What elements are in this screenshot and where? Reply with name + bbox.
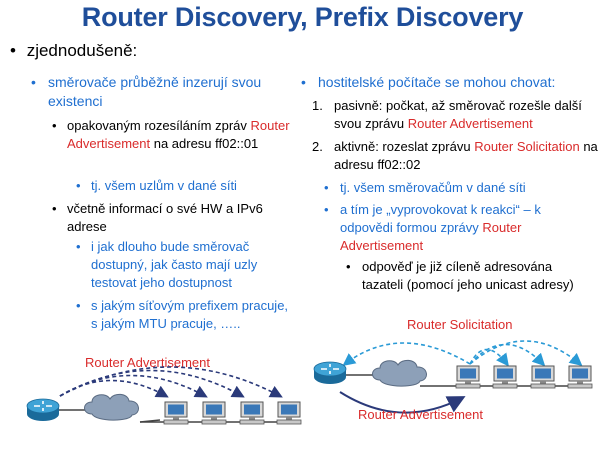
top-bullet: • zjednodušeně: [10, 41, 137, 61]
right-item-1-text: pasivně: počkat, až směrovač rozešle dal… [334, 98, 582, 131]
pc-icon [276, 401, 302, 425]
bullet-dot: • [52, 201, 57, 216]
right-item-2-sub-1: • tj. všem směrovačům v dané síti [324, 179, 594, 197]
right-item-2-sub-1-text: tj. všem směrovačům v dané síti [340, 180, 526, 195]
pc-icon [492, 365, 518, 389]
right-item-2-sub-3: • odpověď je již cíleně adresována tazat… [346, 258, 596, 294]
right-item-2-sub-2-text: a tím je „vyprovokovat k reakci“ – k odp… [340, 202, 541, 235]
bullet-dot: • [301, 74, 306, 90]
bullet-dot: • [10, 41, 16, 60]
solicitation-arrow [469, 343, 546, 367]
router-icon [26, 398, 60, 422]
solicitation-arrow [342, 342, 471, 366]
left-item-1: • opakovaným rozesíláním zpráv Router Ad… [52, 117, 292, 153]
right-network-diagram: Router Solicitation Router Advertisement [313, 317, 593, 422]
bullet-dot: • [31, 74, 36, 90]
right-item-1: 1. pasivně: počkat, až směrovač rozešle … [312, 97, 602, 133]
pc-icon [567, 365, 593, 389]
advertisement-arrow [59, 366, 283, 398]
left-heading: • směrovače průběžně inzerují svou exist… [31, 73, 286, 111]
advertisement-arrow [59, 379, 169, 398]
right-item-2: 2. aktivně: rozeslat zprávu Router Solic… [312, 138, 602, 174]
router-advertisement-term: Router Advertisement [407, 116, 533, 131]
pc-icon [163, 401, 189, 425]
right-item-2-sub-2: • a tím je „vyprovokovat k reakci“ – k o… [324, 201, 584, 255]
left-item-1-text: opakovaným rozesíláním zpráv [67, 118, 247, 133]
bullet-dot: • [76, 239, 81, 254]
bullet-dot: • [324, 180, 329, 195]
bullet-dot: • [76, 178, 81, 193]
link-line [139, 419, 161, 423]
page-title: Router Discovery, Prefix Discovery [81, 2, 524, 32]
left-item-2-sub-2: • s jakým síťovým prefixem pracuje, s ja… [76, 297, 291, 333]
bullet-dot: • [76, 298, 81, 313]
number-2: 2. [312, 139, 323, 154]
router-solicitation-label: Router Solicitation [407, 317, 513, 332]
cloud-icon [84, 393, 139, 421]
router-solicitation-term: Router Solicitation [474, 139, 580, 154]
bullet-dot: • [346, 259, 351, 274]
right-item-2-text: aktivně: rozeslat zprávu [334, 139, 471, 154]
left-item-2: • včetně informací o své HW a IPv6 adres… [52, 200, 292, 236]
left-heading-text: směrovače průběžně inzerují svou existen… [48, 74, 262, 109]
router-advertisement-label: Router Advertisement [85, 355, 210, 370]
top-bullet-text: zjednodušeně: [26, 41, 138, 60]
right-heading: • hostitelské počítače se mohou chovat: [301, 73, 601, 92]
advertisement-arrow [59, 374, 208, 398]
bullet-dot: • [324, 202, 329, 217]
router-advertisement-label: Router Advertisement [358, 407, 483, 422]
left-item-2-sub-1-text: i jak dlouho bude směrovač dostupný, jak… [91, 239, 258, 290]
router-icon [313, 361, 347, 385]
right-item-2-address: na adresu ff02::02 [334, 139, 598, 172]
unicast-advertisement-arrow [339, 391, 466, 414]
number-1: 1. [312, 98, 323, 113]
left-item-2-sub-2-text: s jakým síťovým prefixem pracuje, s jaký… [91, 298, 289, 331]
router-advertisement-term: Router Advertisement [67, 118, 290, 151]
left-item-1-address: na adresu ff02::01 [153, 136, 259, 151]
left-item-1-sub: • tj. všem uzlům v dané síti [76, 177, 296, 195]
left-network-diagram: Router Advertisement [26, 355, 302, 425]
right-item-2-sub-3-text: odpověď je již cíleně adresována tazatel… [362, 259, 574, 292]
pc-icon [455, 365, 481, 389]
cloud-icon [372, 359, 427, 387]
left-item-2-text: včetně informací o své HW a IPv6 adrese [67, 201, 263, 234]
solicitation-arrow [469, 340, 583, 367]
pc-icon [530, 365, 556, 389]
pc-icon [239, 401, 265, 425]
router-advertisement-term: Router Advertisement [340, 220, 522, 253]
bullet-dot: • [52, 118, 57, 133]
right-heading-text: hostitelské počítače se mohou chovat: [318, 74, 556, 90]
pc-icon [201, 401, 227, 425]
left-item-1-sub-text: tj. všem uzlům v dané síti [91, 178, 237, 193]
left-item-2-sub-1: • i jak dlouho bude směrovač dostupný, j… [76, 238, 286, 292]
